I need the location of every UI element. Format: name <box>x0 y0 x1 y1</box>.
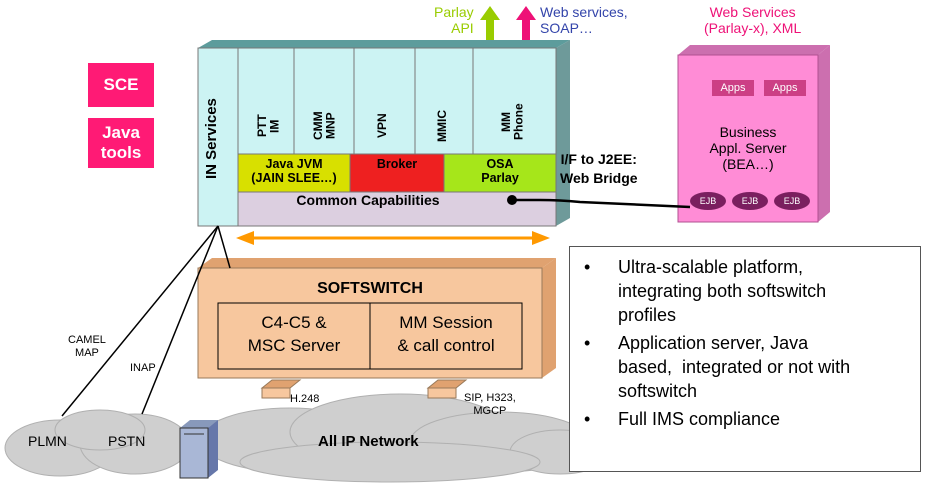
app-server-top <box>678 45 830 55</box>
in-services-column <box>197 47 239 227</box>
service-mmic: MMIC <box>435 110 449 142</box>
bullet-text: Full IMS compliance <box>618 409 781 429</box>
osa-parlay-block <box>443 153 557 193</box>
service-ptt-im: PTT IM <box>255 114 282 138</box>
java-jvm-label: Java JVM (JAIN SLEE…) <box>251 157 337 186</box>
service-mm-phone: MM Phone <box>499 103 526 141</box>
broker-block <box>349 153 445 193</box>
inap-label: INAP <box>130 362 156 374</box>
ejb-badge: EJB <box>690 192 726 210</box>
app-server-side <box>818 45 830 222</box>
bullet-text: Ultra-scalable platform, integrating bot… <box>618 257 827 325</box>
camel-map-label: CAMEL MAP <box>68 334 106 359</box>
ws-arrow <box>516 6 536 40</box>
bullet-item: • Full IMS compliance <box>570 407 920 431</box>
common-capabilities-label: Common Capabilities <box>296 192 440 208</box>
bullet-dot: • <box>584 333 591 353</box>
web-services-soap-label: Web services, SOAP… <box>540 4 628 37</box>
parlay-api-label: Parlay API <box>434 4 474 37</box>
softswitch-side <box>542 258 556 378</box>
softswitch-right-inner <box>369 302 523 370</box>
service-cmm-mnp: CMM MNP <box>311 111 338 141</box>
in-services-label: IN Services <box>203 98 220 180</box>
softswitch-top <box>198 258 556 268</box>
if-j2ee-label: I/F to J2EE: Web Bridge <box>560 151 638 186</box>
feature-bullets: • Ultra-scalable platform, integrating bo… <box>569 246 921 472</box>
softswitch-title: SOFTSWITCH <box>317 280 423 297</box>
parlay-arrow <box>480 6 500 40</box>
pstn-label: PSTN <box>108 433 146 449</box>
ejb-badge: EJB <box>774 192 810 210</box>
sip-label: SIP, H323, MGCP <box>464 392 516 417</box>
common-capabilities-block <box>237 191 557 227</box>
apps-badge: Apps <box>712 80 754 96</box>
plmn-label: PLMN <box>28 433 67 449</box>
all-ip-cloud <box>4 393 611 483</box>
java-jvm-block <box>237 153 351 193</box>
bullet-text: Application server, Java based, integrat… <box>618 333 851 401</box>
bullet-dot: • <box>584 409 591 429</box>
bullet-item: • Ultra-scalable platform, integrating bo… <box>570 255 920 327</box>
web-services-xml-label: Web Services (Parlay-x), XML <box>704 4 802 37</box>
broker-label: Broker <box>376 157 418 171</box>
softswitch-c4c5-label: C4-C5 & MSC Server <box>247 313 341 355</box>
all-ip-network-label: All IP Network <box>318 433 419 450</box>
bridge-line <box>512 198 691 209</box>
apps-badge: Apps <box>764 80 806 96</box>
bullet-dot: • <box>584 257 591 277</box>
bullet-item: • Application server, Java based, integra… <box>570 331 920 403</box>
sce-box: SCE <box>88 63 154 107</box>
softswitch-mm-session-label: MM Session & call control <box>397 313 495 355</box>
server-tower-icon <box>179 420 218 479</box>
ejb-badge: EJB <box>732 192 768 210</box>
osa-parlay-label: OSA Parlay <box>481 157 519 186</box>
service-vpn: VPN <box>375 113 389 139</box>
business-app-server-label: Business Appl. Server (BEA…) <box>709 124 787 173</box>
java-tools-box: Java tools <box>88 118 154 168</box>
platform-side <box>556 40 570 226</box>
platform-top <box>198 40 570 48</box>
h248-label: H.248 <box>290 393 320 405</box>
